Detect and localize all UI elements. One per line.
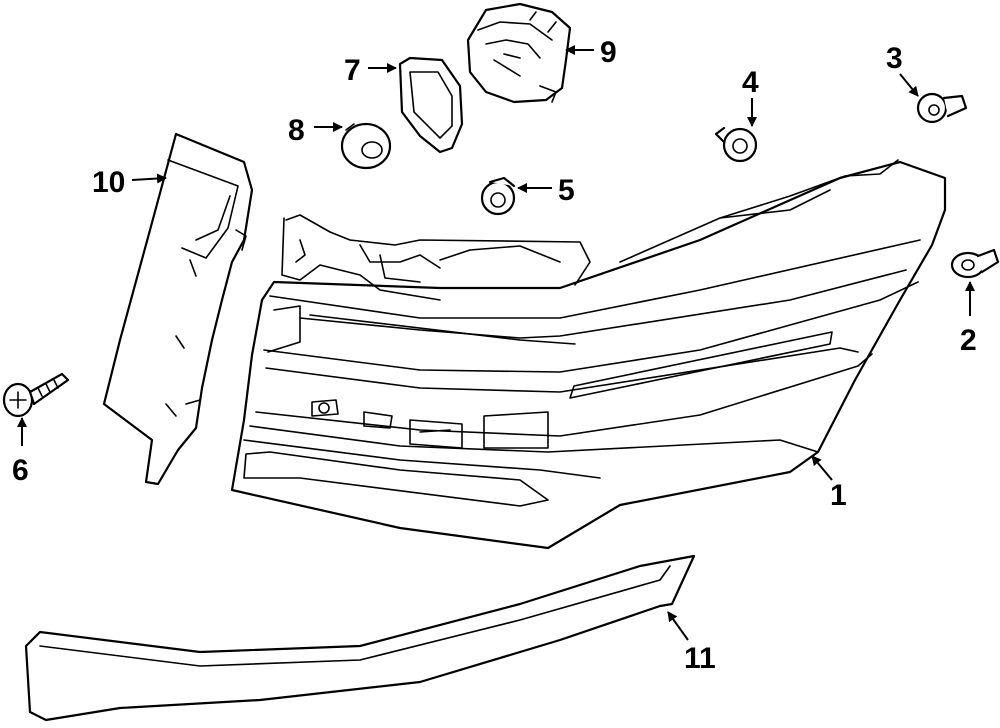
nut-5 <box>480 176 516 216</box>
grommet-8 <box>340 122 392 170</box>
callout-11: 11 <box>684 642 716 675</box>
callout-8: 8 <box>288 114 305 147</box>
callout-6: 6 <box>12 454 29 487</box>
trim-strip-11 <box>24 554 696 722</box>
callout-10: 10 <box>92 166 125 199</box>
callout-3: 3 <box>886 42 903 75</box>
nut-4 <box>714 126 758 163</box>
callout-7: 7 <box>344 54 361 87</box>
callout-4: 4 <box>742 66 759 99</box>
screw-6 <box>2 372 70 418</box>
callout-leaders <box>17 45 975 641</box>
clip-2 <box>950 248 1000 279</box>
bracket-10 <box>102 132 254 486</box>
callout-9: 9 <box>600 36 617 69</box>
tail-lamp-assembly <box>230 159 947 550</box>
callout-2: 2 <box>960 324 977 357</box>
callout-1: 1 <box>830 479 847 512</box>
bulb-socket-9 <box>466 2 572 104</box>
callout-5: 5 <box>558 174 575 207</box>
clip-3 <box>916 92 968 124</box>
gasket-7 <box>398 56 464 154</box>
